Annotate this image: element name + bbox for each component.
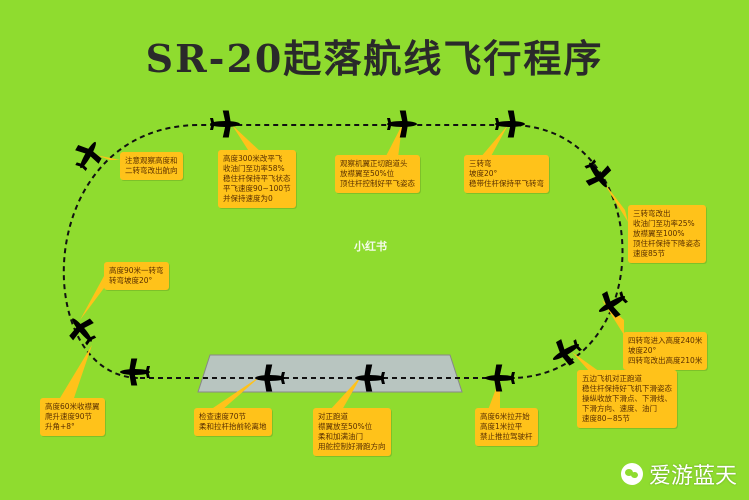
aircraft-icon: [598, 291, 628, 318]
aircraft-icon: [485, 364, 515, 392]
brand-badge: 爱游蓝天: [620, 458, 737, 490]
brand-name: 爱游蓝天: [648, 464, 737, 489]
note-third-turn: 三转弯 坡度20° 稳带住杆保持平飞转弯: [464, 155, 549, 193]
note-final-approach: 五边飞机对正跑道 稳住杆保持好飞机下滑姿态 操纵收放下滑点、下滑线、 下滑方向、…: [577, 370, 677, 428]
runway: [197, 354, 463, 393]
aircraft-icon: [255, 364, 285, 392]
aircraft-icon: [355, 364, 385, 392]
note-second-turn-rollout: 注意观察高度和 二转弯改出航向: [120, 152, 183, 180]
note-third-turn-rollout: 三转弯改出 收油门至功率25% 放襟翼至100% 顶住杆保持下降姿态 速度85节: [628, 205, 706, 263]
aircraft-icon: [495, 110, 525, 138]
aircraft-icons: [69, 110, 628, 392]
page-title: SR-20起落航线飞行程序: [145, 36, 604, 81]
note-flare: 高度6米拉开始 高度1米拉平 禁止推拉驾驶杆: [475, 408, 538, 446]
note-fourth-turn: 四转弯进入高度240米 坡度20° 四转弯改出高度210米: [623, 332, 708, 370]
note-abeam-runway-threshold: 观察机翼正切跑道头 放襟翼至50%位 顶住杆控制好平飞姿态: [335, 155, 420, 193]
aircraft-icon: [210, 110, 240, 138]
note-flaps-up-60m: 高度60米收襟翼 爬升速度90节 升角+8°: [40, 398, 105, 436]
aircraft-icon: [75, 141, 102, 171]
aircraft-icon: [552, 339, 582, 366]
note-level-off-300m: 高度300米改平飞 收油门至功率58% 稳住杆保持平飞状态 平飞速度90~100…: [218, 150, 296, 208]
aircraft-icon: [584, 159, 612, 188]
note-first-turn-90m: 高度90米一转弯 转弯坡度20°: [104, 262, 169, 290]
note-takeoff-roll: 对正跑道 襟翼放至50%位 柔和加满油门 用舵控制好滑跑方向: [313, 408, 391, 456]
aircraft-icon: [387, 110, 417, 138]
aircraft-icon: [69, 318, 97, 346]
note-rotation-speed: 检查速度70节 柔和拉杆抬前轮离地: [194, 408, 272, 436]
aircraft-icon: [120, 358, 150, 386]
xiaohongshu-watermark: 小红书: [354, 240, 387, 253]
wechat-logo-icon: [620, 463, 643, 485]
